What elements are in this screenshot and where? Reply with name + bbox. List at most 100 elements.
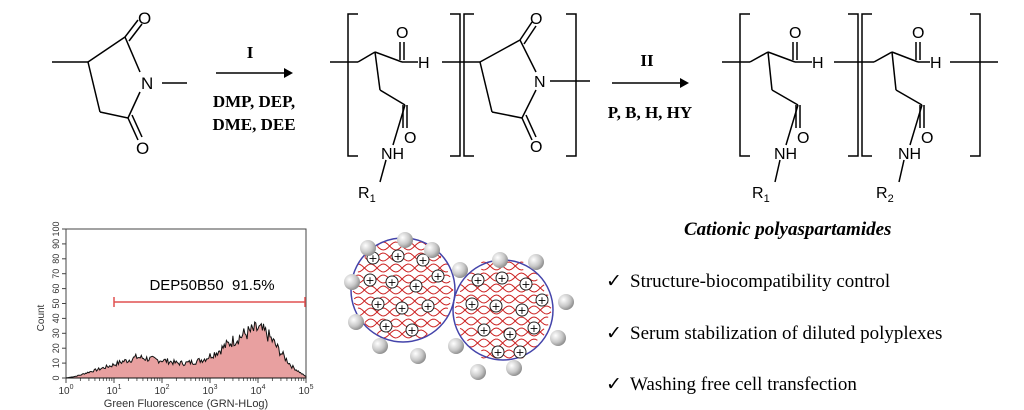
shell-sphere [344,274,360,290]
atom-o-product-side-2: O [921,130,933,147]
plus-sign: + [387,276,396,289]
step1-reagents-line1: DMP, DEP, [213,92,295,111]
histogram-y-tick-label: 10 [51,358,61,368]
plus-sign: + [493,346,502,359]
histogram-y-tick-label: 80 [51,254,61,264]
positive-charge-icon [491,345,505,359]
histogram-y-tick-label: 90 [51,239,61,249]
positive-charge-icon [363,273,377,287]
succinimide-structure [52,19,187,141]
plus-sign: + [407,324,416,337]
shell-sphere [424,242,440,258]
atom-nh-product-side-1: NH [774,146,797,163]
feature-text-1: Structure-biocompatibility control [630,271,891,292]
histogram-x-tick-label: 103 [202,384,217,397]
positive-charge-icon [431,269,445,283]
positive-charge-icon [515,303,529,317]
positive-charge-icon [371,297,385,311]
positive-charge-icon [513,345,527,359]
histogram-x-tick-label: 105 [298,384,313,397]
histogram-gate-label: DEP50B50 91.5% [149,277,274,294]
plus-sign: + [423,300,432,313]
positive-charge-icon [527,321,541,335]
feature-item-3: ✓Washing free cell transfection [606,373,857,396]
positive-charge-icon [489,299,503,313]
atom-o-product-1: O [789,25,801,42]
atom-o-copolymer-1: O [396,25,408,42]
plus-sign: + [521,278,530,291]
dna-strand [352,285,454,295]
dna-strand [364,318,442,328]
positive-charge-icon [535,293,549,307]
dna-strand [353,296,451,306]
dna-strand [357,263,448,273]
positive-charge-icon [385,275,399,289]
histogram-y-tick-label: 70 [51,269,61,279]
shell-sphere [360,240,376,256]
atom-r1-copolymer: R1 [358,185,376,205]
plus-sign: + [467,298,476,311]
shell-sphere [492,252,508,268]
dna-strand [357,263,448,273]
histogram-y-tick-label: 20 [51,343,61,353]
positive-charge-icon [395,301,409,315]
product-title: Cationic polyaspartamides [684,219,892,240]
shell-sphere [528,254,544,270]
step2-reagents: P, B, H, HY [608,103,692,122]
histogram-y-tick-label: 50 [51,298,61,308]
histogram-x-tick-label: 100 [58,384,73,397]
plus-sign: + [433,270,442,283]
atom-r1-product: R1 [752,185,770,205]
plus-sign: + [373,298,382,311]
atom-nh-product-side-2: NH [898,146,921,163]
plus-sign: + [473,274,482,287]
plus-sign: + [497,272,506,285]
checkmark-icon: ✓ [606,271,622,292]
shell-sphere [558,294,574,310]
shell-sphere [397,232,413,248]
atom-nh-backbone-1: H [418,55,430,72]
positive-charge-icon [405,323,419,337]
shell-sphere [372,338,388,354]
feature-item-1: ✓ Structure-biocompatibility control [606,270,890,293]
dna-strand [364,318,442,328]
reaction-arrow-2 [612,78,689,88]
positive-charge-icon [416,253,430,267]
positive-charge-icon [465,297,479,311]
histogram-x-tick-label: 102 [154,384,169,397]
atom-o-product-side-1: O [797,130,809,147]
histogram-gate [113,297,306,307]
histogram-x-tick-label: 101 [106,384,121,397]
positive-charge-icon [379,319,393,333]
positive-charge-icon [503,327,517,341]
shell-sphere [448,338,464,354]
positive-charge-icon [471,273,485,287]
shell-sphere [348,314,364,330]
plus-sign: + [529,322,538,335]
atom-n-1: N [141,74,153,93]
dna-strand [459,327,545,337]
atom-nh-sidechain-1: NH [381,146,404,163]
histogram-x-label: Green Fluorescence (GRN-HLog) [104,398,268,410]
checkmark-icon: ✓ [606,374,622,395]
atom-r2-product: R2 [876,185,894,205]
atom-o-top-1: O [138,9,151,28]
feature-item-2: ✓ Serum stabilization of diluted polyplex… [606,322,942,345]
histogram-y-tick-label: 40 [51,313,61,323]
reaction-arrow-1 [216,68,293,78]
positive-charge-icon [421,299,435,313]
checkmark-icon: ✓ [606,323,622,344]
atom-o-copolymer-ring-top: O [530,11,542,28]
atom-n-copolymer-ring: N [534,74,546,91]
polyplex-illustration: ++++++++++++++++++++++++ [344,232,574,380]
positive-charge-icon [477,323,491,337]
shell-sphere [452,262,468,278]
feature-text-2: Serum stabilization of diluted polyplexe… [630,323,943,344]
step2-label: II [640,51,654,70]
shell-sphere [550,330,566,346]
positive-charge-icon [495,271,509,285]
